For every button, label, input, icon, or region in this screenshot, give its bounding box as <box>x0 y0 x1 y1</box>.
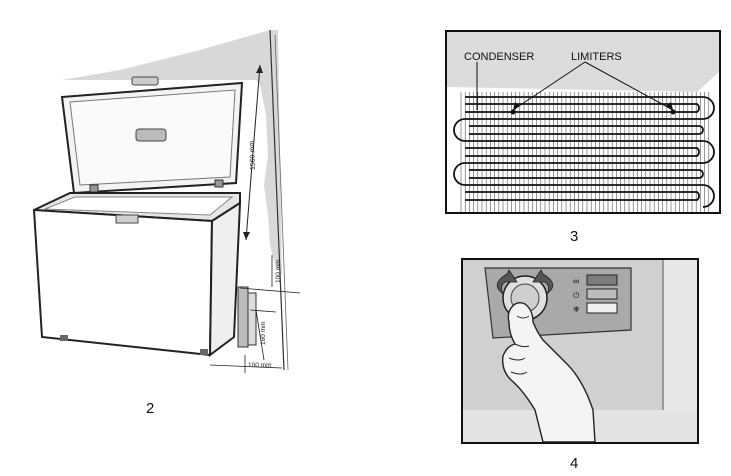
hand-illustration <box>501 301 596 442</box>
figure-3-panel: CONDENSER LIMITERS <box>445 30 721 214</box>
arrow-right-icon <box>532 269 554 295</box>
label-limiters: LIMITERS <box>571 51 622 63</box>
dimension-bottom: 100 mm <box>209 355 283 373</box>
freezer-body <box>32 192 242 358</box>
dimension-height: 1560 mm <box>243 64 263 241</box>
figure-2-caption: 2 <box>146 400 155 417</box>
dim-bottom-label: 100 mm <box>248 362 271 369</box>
figure-3-condenser-illustration: CONDENSER LIMITERS <box>447 32 719 212</box>
dim-side-label: 160 mm <box>260 322 267 345</box>
figure-4-thermostat-illustration: ∞ ⏻ ❄ <box>463 260 697 442</box>
symbol-power: ⏻ <box>573 291 580 300</box>
dim-height-label: 1560 mm <box>249 141 257 171</box>
figure-2-freezer-illustration: 1560 mm 100 mm 160 mm 100 mm <box>32 29 301 373</box>
dim-top-gap-label: 100 mm <box>275 260 282 283</box>
indicator-green <box>586 288 618 300</box>
symbol-infinity: ∞ <box>573 276 579 286</box>
indicator-yellow <box>586 302 618 314</box>
label-condenser: CONDENSER <box>464 51 534 63</box>
figure-4-panel: ∞ ⏻ ❄ <box>461 258 699 444</box>
symbol-snow: ❄ <box>573 305 580 314</box>
wall-shading <box>62 30 282 275</box>
indicator-red <box>586 274 618 286</box>
figure-3-caption: 3 <box>570 228 579 245</box>
arrow-left-icon <box>496 269 518 295</box>
freezer-lid <box>60 76 244 195</box>
dimension-top-gap: 100 mm <box>239 255 301 294</box>
dimension-side: 160 mm <box>249 309 277 361</box>
figure-4-caption: 4 <box>570 455 579 472</box>
